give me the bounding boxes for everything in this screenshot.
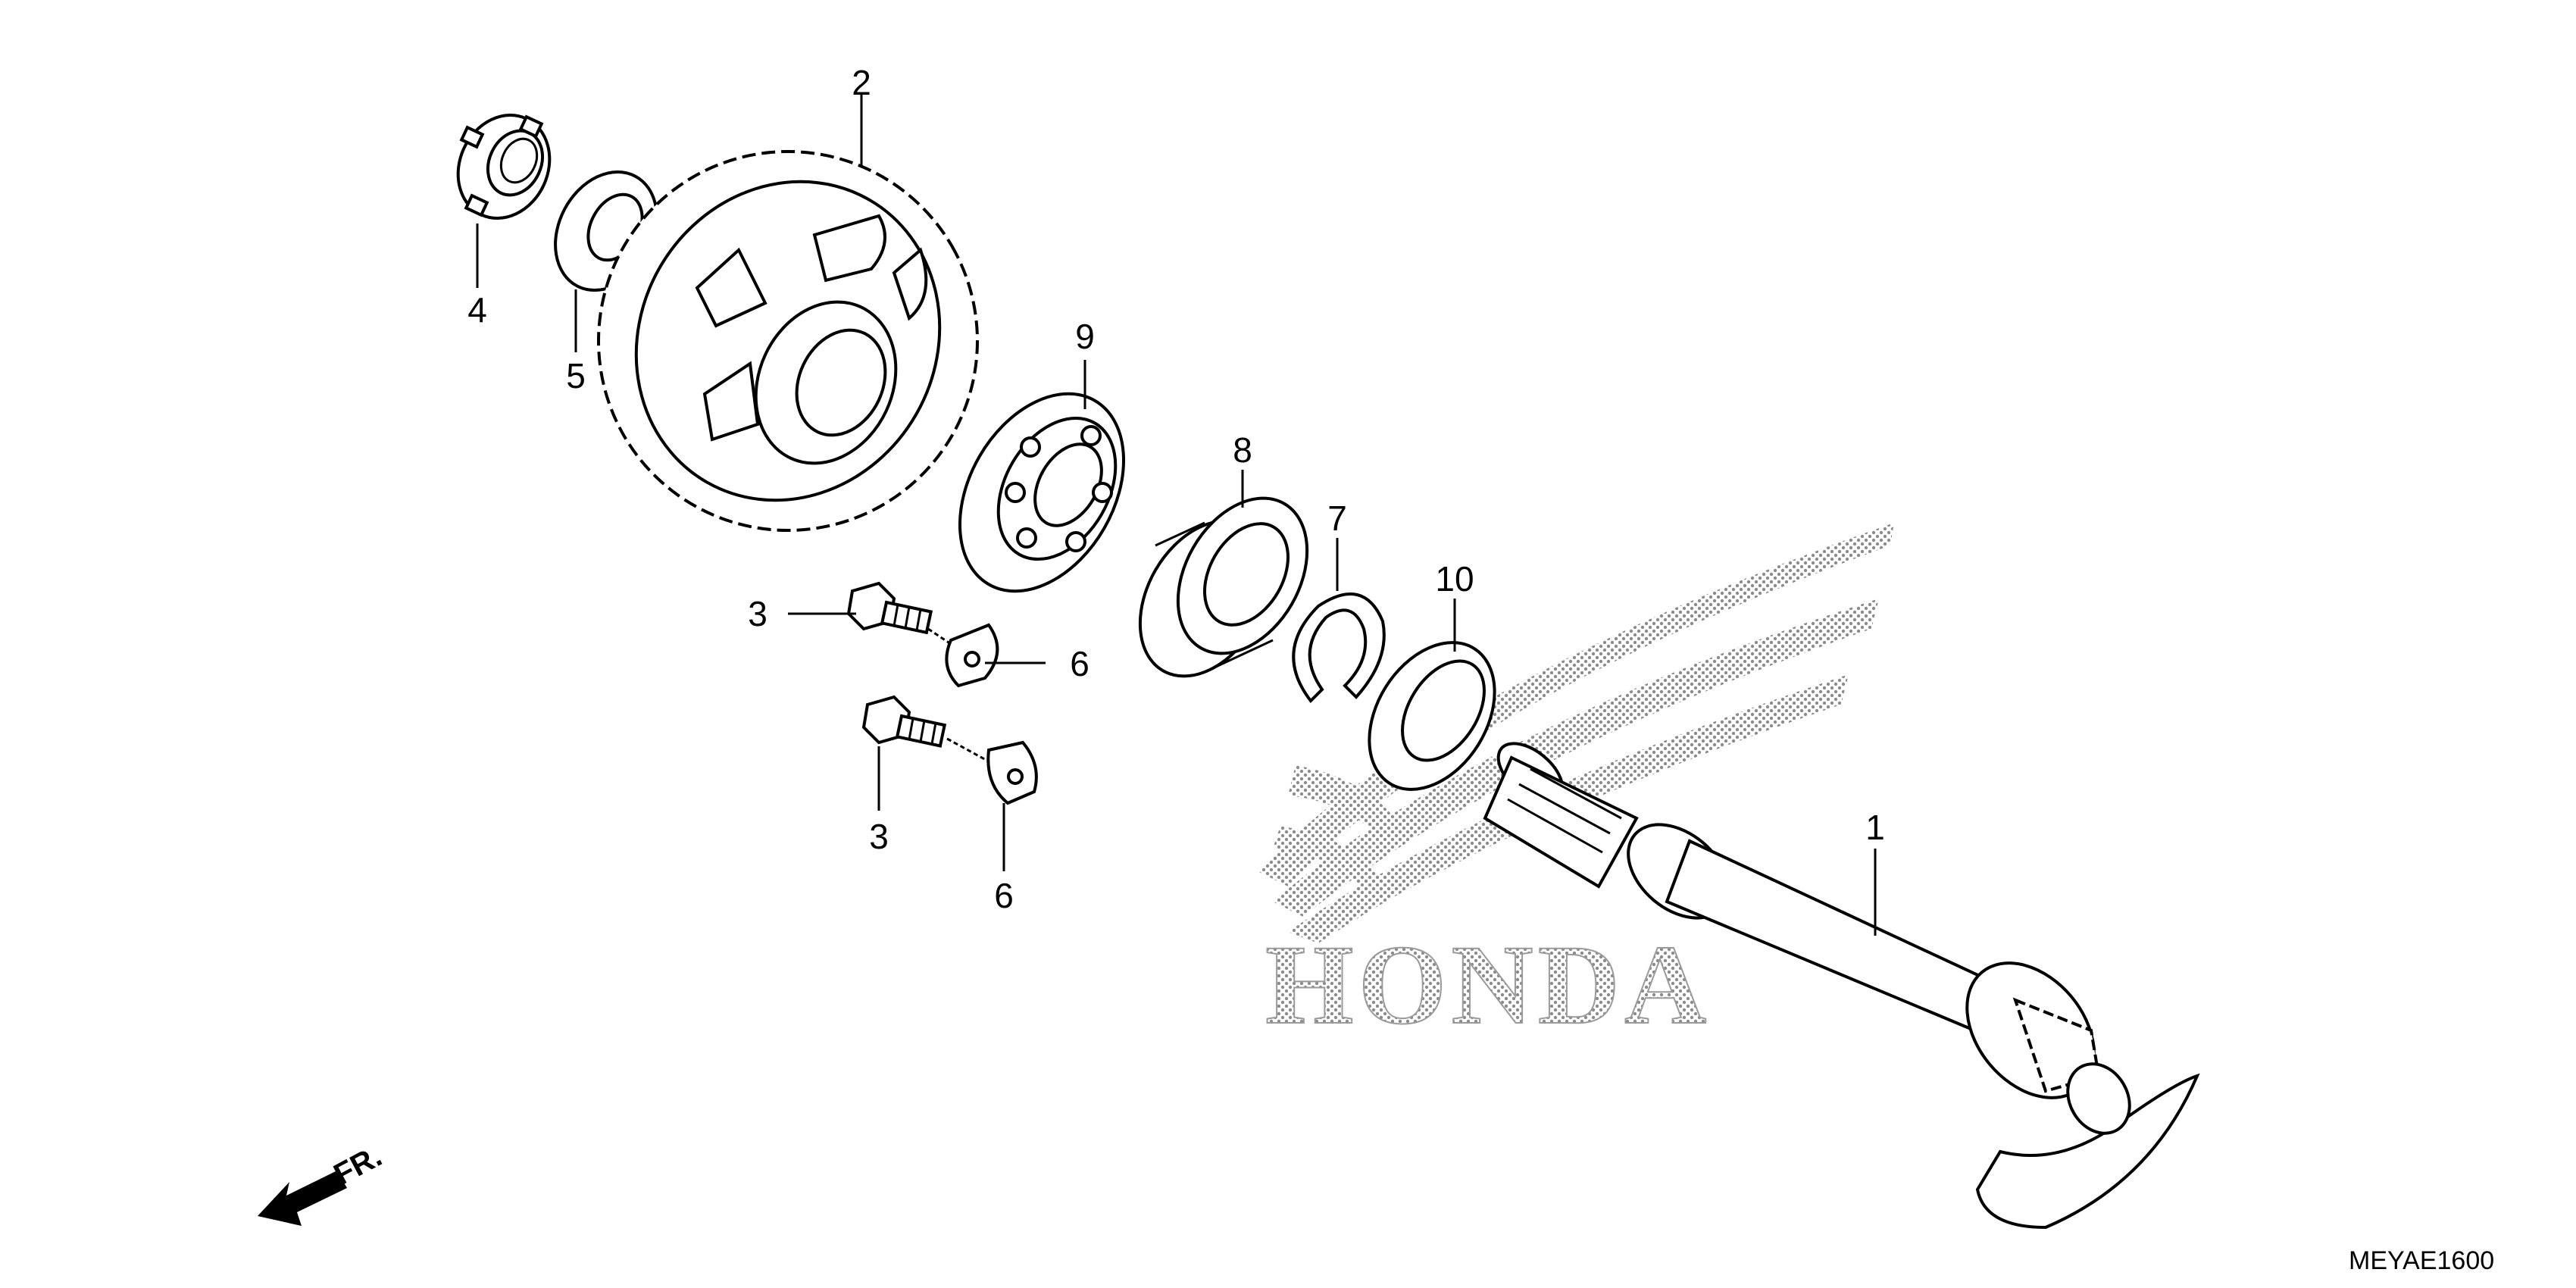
lock-nut-part bbox=[456, 113, 552, 220]
callout-6-lower: 6 bbox=[994, 876, 1014, 915]
callout-2: 2 bbox=[852, 63, 871, 102]
snap-ring-part bbox=[1292, 592, 1386, 704]
ball-bearing-part bbox=[958, 392, 1126, 593]
callout-4: 4 bbox=[467, 290, 487, 330]
watermark-brand-text: HONDA bbox=[1265, 922, 1711, 1048]
sprocket-gear-part bbox=[597, 150, 979, 532]
leader-lines bbox=[476, 95, 1877, 936]
callout-10: 10 bbox=[1435, 559, 1474, 599]
bolt-part-upper bbox=[846, 581, 933, 635]
dashed-connector-lower bbox=[946, 737, 989, 763]
callout-9: 9 bbox=[1075, 317, 1095, 356]
callout-1: 1 bbox=[1865, 808, 1885, 847]
kickstarter-spindle-part bbox=[1483, 742, 2200, 1230]
diagram-code: MEYAE1600 bbox=[2349, 1246, 2494, 1275]
bolt-part-lower bbox=[861, 695, 947, 748]
needle-bearing-part bbox=[1138, 496, 1309, 678]
callout-3-upper: 3 bbox=[748, 594, 767, 633]
callout-8: 8 bbox=[1233, 430, 1252, 470]
callout-7: 7 bbox=[1327, 499, 1347, 538]
callout-6-upper: 6 bbox=[1070, 644, 1089, 683]
dashed-connector-upper bbox=[927, 627, 952, 646]
callout-3-lower: 3 bbox=[869, 817, 889, 856]
honda-wing-watermark bbox=[1258, 523, 1894, 943]
front-direction-arrow-icon bbox=[258, 1171, 347, 1226]
lock-washer-part-lower bbox=[986, 740, 1038, 805]
callout-5: 5 bbox=[566, 356, 586, 395]
oil-seal-part bbox=[1368, 641, 1496, 791]
lock-washer-part-upper bbox=[945, 623, 999, 688]
